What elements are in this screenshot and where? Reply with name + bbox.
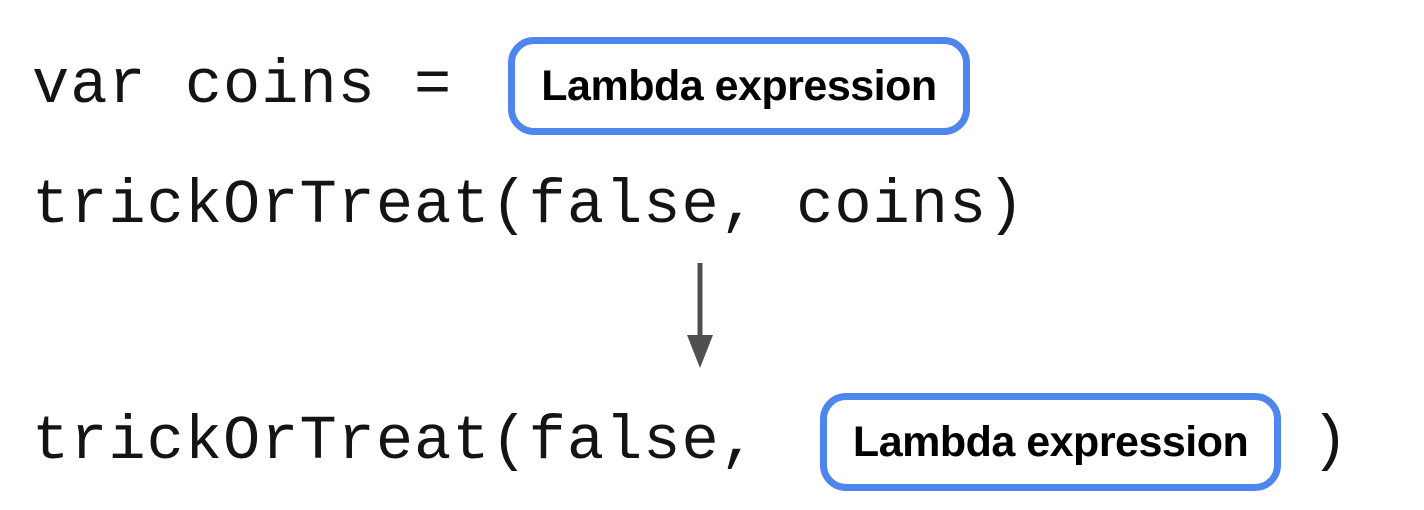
- down-arrow-icon: [686, 263, 714, 369]
- code-var-coins-assignment: var coins =: [32, 50, 453, 121]
- code-trickortreat-call-open: trickOrTreat(false,: [32, 406, 758, 477]
- lambda-expression-label: Lambda expression: [852, 417, 1249, 466]
- lambda-expression-box-argument: Lambda expression: [819, 393, 1282, 491]
- code-trickortreat-call-with-coins: trickOrTreat(false, coins): [32, 170, 1026, 241]
- assignment-line: var coins = Lambda expression: [32, 36, 970, 136]
- lambda-expression-label: Lambda expression: [541, 61, 937, 110]
- lambda-expression-box-assignment: Lambda expression: [508, 37, 970, 135]
- code-closing-paren: ): [1311, 406, 1350, 477]
- function-call-line: trickOrTreat(false, coins): [32, 156, 1025, 256]
- substituted-call-line: trickOrTreat(false, Lambda expression ): [32, 390, 1350, 494]
